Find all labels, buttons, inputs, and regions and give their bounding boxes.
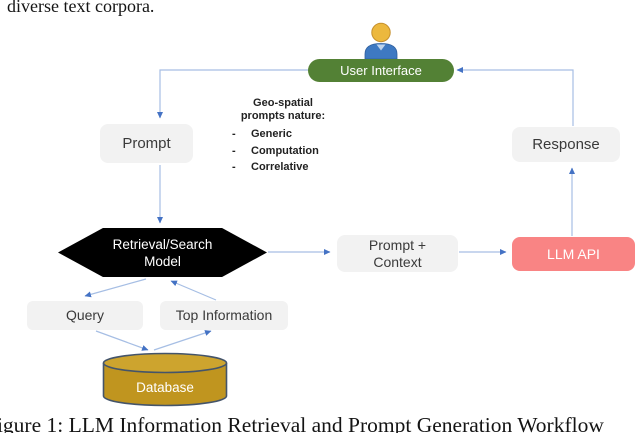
retrieval-search-model-node: Retrieval/Search Model [58, 228, 267, 277]
annotation-item: - Correlative [227, 159, 339, 176]
annotation-heading-line2: prompts nature: [240, 110, 326, 122]
dash-bullet: - [232, 144, 236, 157]
retrieval-model-label-line2: Model [144, 253, 181, 269]
body-text-fragment: diverse text corpora. [7, 0, 155, 16]
prompt-context-label-line2: Context [373, 253, 422, 270]
annotation-item: - Generic [227, 126, 339, 143]
annotation-item-label: Generic [251, 128, 292, 140]
database-cylinder-body [102, 363, 228, 407]
database-node: Database [102, 352, 228, 407]
user-interface-node: User Interface [308, 59, 454, 82]
annotation-heading-line1: Geo-spatial [253, 97, 313, 109]
prompt-node: Prompt [100, 124, 193, 163]
response-node: Response [512, 127, 620, 162]
llm-api-node: LLM API [512, 237, 635, 271]
annotation-item: - Computation [227, 143, 339, 160]
top-information-node: Top Information [160, 301, 288, 330]
prompt-context-label-line1: Prompt + [368, 236, 427, 253]
annotation-item-label: Computation [251, 144, 319, 157]
arrow-database-to-topinfo [153, 330, 212, 351]
query-node: Query [27, 301, 143, 330]
arrow-topinfo-to-model [170, 280, 217, 301]
annotation-item-label: Correlative [251, 161, 309, 173]
arrow-model-to-query [84, 278, 147, 298]
retrieval-model-label-line1: Retrieval/Search [112, 236, 213, 252]
database-label: Database [136, 380, 194, 395]
dash-bullet: - [232, 128, 236, 140]
figure-caption: Figure 1: LLM Information Retrieval and … [0, 413, 604, 433]
arrow-query-to-database [95, 330, 149, 351]
arrow-response-to-ui [456, 67, 574, 126]
dash-bullet: - [232, 161, 236, 173]
database-cylinder-top [102, 352, 228, 374]
user-icon [364, 22, 398, 59]
geo-annotation: Geo-spatial prompts nature: - Generic - … [227, 97, 339, 176]
prompt-context-node: Prompt + Context [337, 235, 458, 272]
